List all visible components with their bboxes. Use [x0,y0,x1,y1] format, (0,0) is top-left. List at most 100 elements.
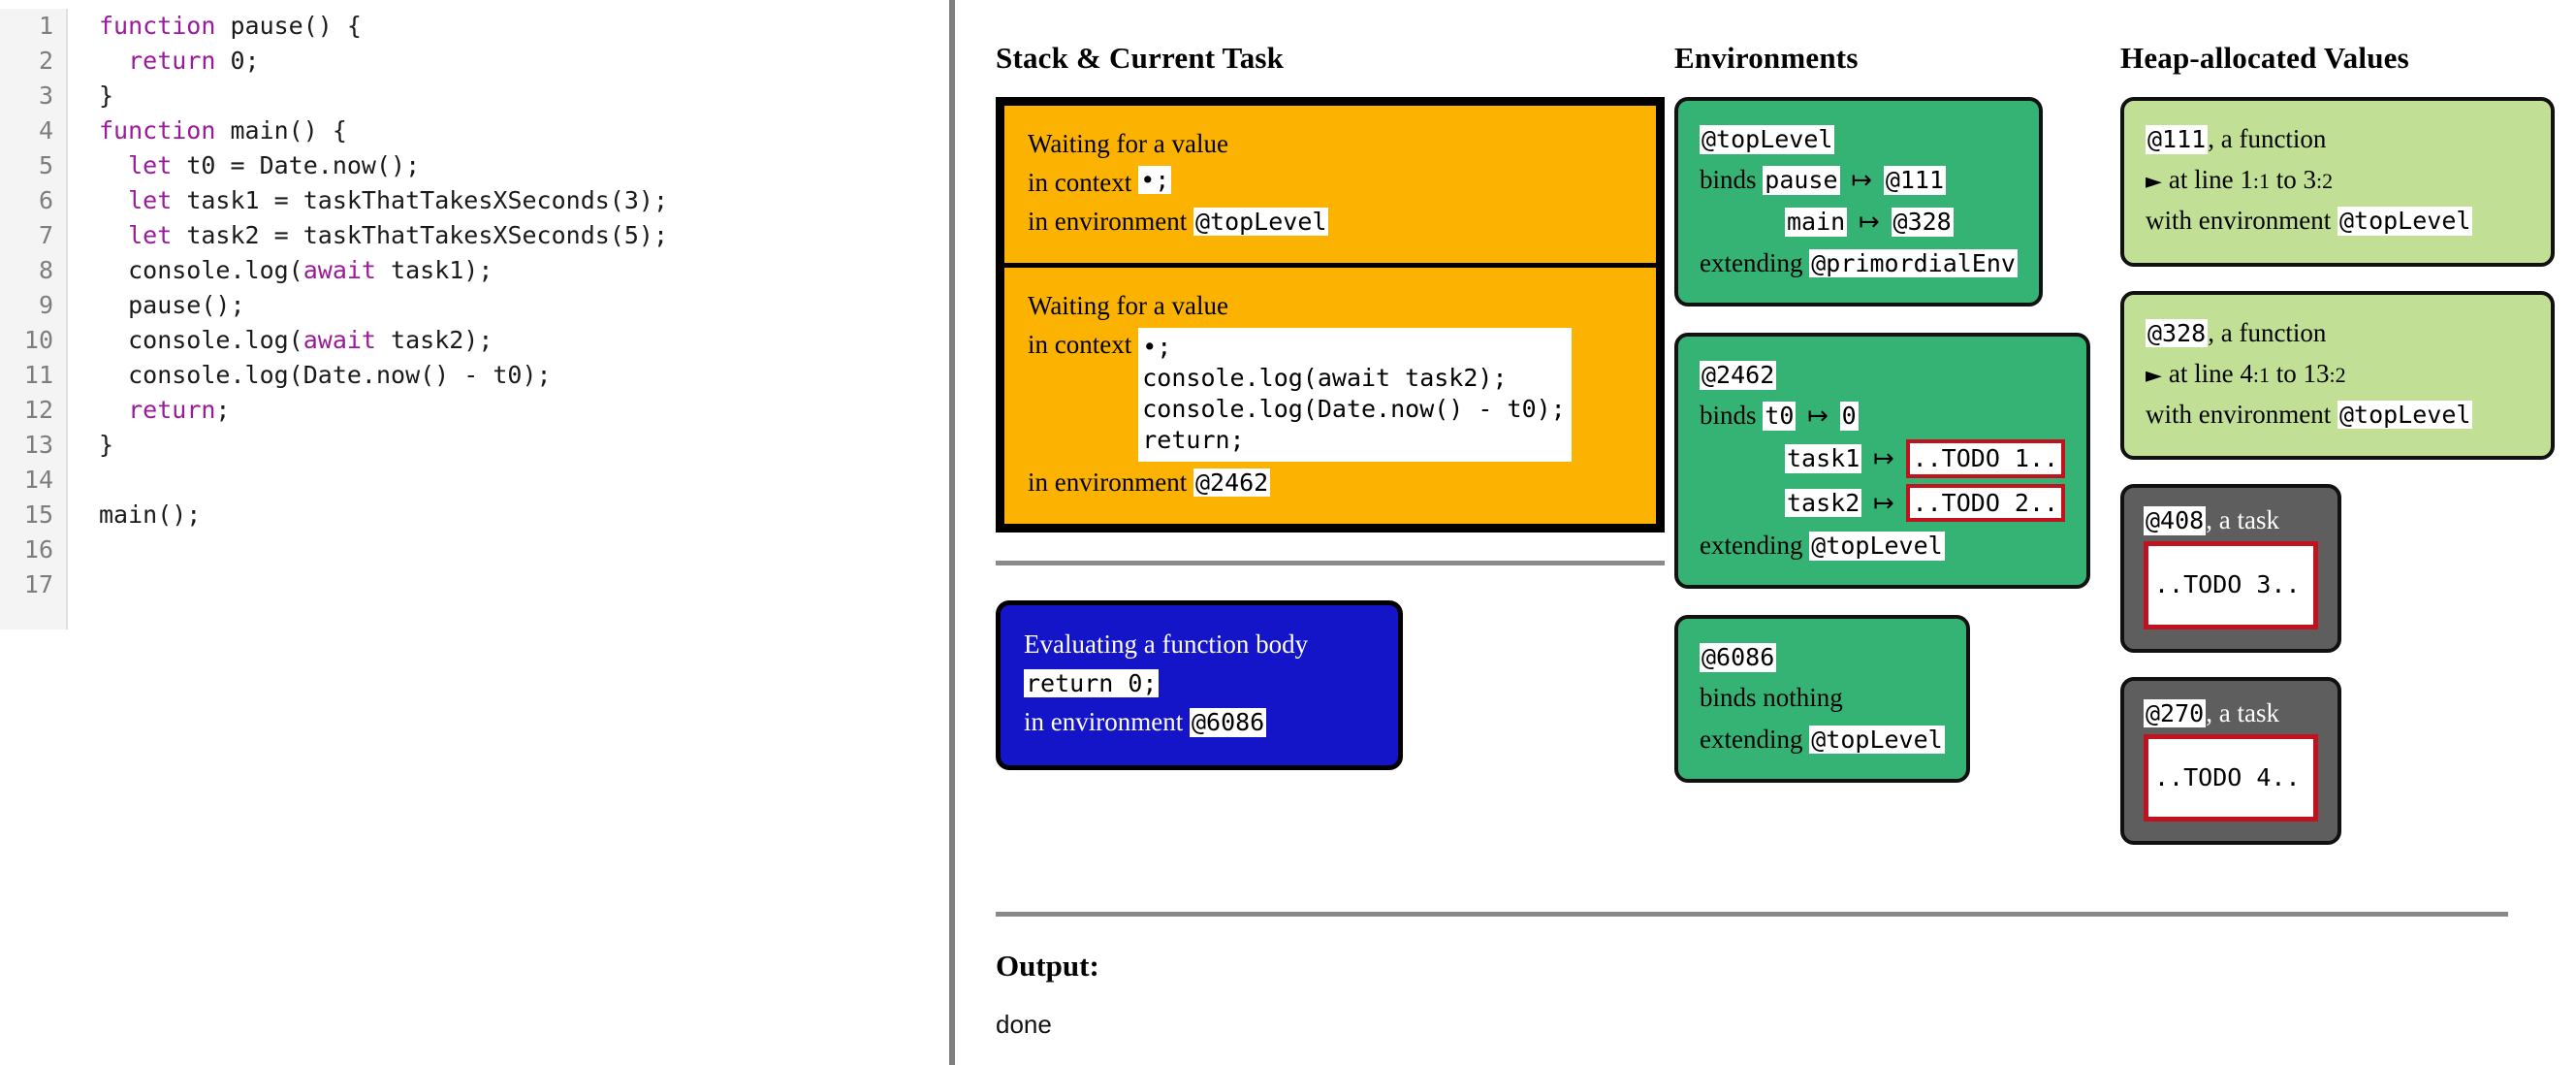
code-line[interactable]: console.log(await task2); [99,326,493,354]
evaluating-env-label: in environment [1024,707,1184,737]
start-col: 1 [2259,169,2271,194]
stack-panel-title: Stack & Current Task [996,41,1285,75]
heap-id[interactable]: @111 [2146,125,2209,154]
evaluating-env-code[interactable]: @6086 [1189,708,1267,737]
heap-function-card[interactable]: @111, a function ►at line 1:1 to 3:2 wit… [2120,97,2555,267]
line-number: 5 [38,151,53,179]
task-todo-value[interactable]: ..TODO 3.. [2144,541,2318,629]
stack-frame-context-code: •; console.log(await task2); console.log… [1138,327,1572,462]
output-text: done [996,1010,1052,1039]
binds-label: binds [1700,401,1757,431]
binding-value-todo[interactable]: ..TODO 1.. [1905,439,2066,478]
code-line[interactable]: } [99,431,114,459]
environment-card[interactable]: @6086 binds nothing extending @topLevel [1674,615,1970,783]
environment-extends-row: extending @topLevel [1700,719,1945,759]
environment-id[interactable]: @6086 [1700,643,1777,672]
output-divider [996,912,2508,917]
play-triangle-icon: ► [2146,170,2162,195]
code-line[interactable]: function main() { [99,116,347,145]
line-number: 15 [23,500,53,529]
task-kind: , a task [2206,697,2279,727]
code-line[interactable]: let task2 = taskThatTakesXSeconds(5); [128,221,669,249]
environment-extends-row: extending @topLevel [1700,525,2065,565]
line-number: 13 [23,431,53,459]
to-label: to [2275,358,2297,388]
extends-value[interactable]: @topLevel [1809,532,1945,561]
heap-kind: , a function [2208,317,2327,347]
task-id-row: @408, a task [2144,503,2318,537]
heap-kind: , a function [2208,124,2327,153]
heap-id[interactable]: @328 [2146,318,2209,348]
extends-value[interactable]: @primordialEnv [1809,248,2018,278]
heap-env-code[interactable]: @topLevel [2337,400,2473,430]
line-number: 12 [23,396,53,424]
visualizer-columns: Stack & Current Task Waiting for a value… [955,0,2576,869]
binding-value-todo[interactable]: ..TODO 2.. [1905,483,2066,522]
maps-to-icon: ↦ [1858,208,1880,237]
binding-name: pause [1763,166,1840,195]
play-triangle-icon: ► [2146,363,2162,388]
code-line[interactable]: main(); [99,500,202,529]
stack-frame[interactable]: Waiting for a value in context •; in env… [1004,106,1656,263]
code-line[interactable] [99,567,668,602]
extends-value[interactable]: @topLevel [1809,725,1945,755]
stack-section-divider [996,560,1665,565]
heap-id-row: @328, a function [2146,312,2529,353]
environment-extends-row: extending @primordialEnv [1700,242,2018,283]
stack-column: Stack & Current Task Waiting for a value… [996,41,1674,770]
heap-location-row: ►at line 4:1 to 13:2 [2146,358,2346,388]
code-line[interactable] [99,463,668,498]
stack-frame-env-row: in environment @topLevel [1028,203,1633,242]
task-id[interactable]: @270 [2144,698,2207,728]
heap-task-card[interactable]: @408, a task ..TODO 3.. [2120,484,2341,653]
code-line[interactable]: pause(); [99,291,245,319]
stack-frame[interactable]: Waiting for a value in context •; consol… [1004,262,1656,524]
code-line[interactable]: let task1 = taskThatTakesXSeconds(3); [128,186,669,214]
stack-frame-env-code[interactable]: @topLevel [1193,207,1329,237]
code-line[interactable]: let t0 = Date.now(); [128,151,421,179]
line-number: 8 [38,256,53,284]
at-line-label: at line [2168,358,2234,388]
task-todo-value[interactable]: ..TODO 4.. [2144,733,2318,823]
environment-binding-row: binds pause ↦ @111 [1700,159,2018,201]
stack-frame-context-code: •; [1138,165,1172,195]
code-line[interactable]: console.log(Date.now() - t0); [99,361,552,389]
code-line[interactable]: console.log(await task1); [99,256,493,284]
output-title: Output: [996,949,1099,983]
environment-card[interactable]: @2462 binds t0 ↦ 0 task1 ↦ ..TODO 1.. [1674,333,2091,590]
code-line[interactable] [99,532,668,567]
start-col: 1 [2259,362,2271,387]
with-environment-label: with environment [2146,206,2332,236]
evaluating-code: return 0; [1024,668,1160,698]
task-id[interactable]: @408 [2144,506,2207,535]
maps-to-icon: ↦ [1873,444,1894,473]
environment-id[interactable]: @topLevel [1700,125,1835,154]
stack-frame-context-label: in context [1028,167,1132,197]
visualizer-panel: Stack & Current Task Waiting for a value… [955,0,2576,1065]
environment-binding-row: task2 ↦ ..TODO 2.. [1700,481,2066,526]
stack-frame-env-code[interactable]: @2462 [1193,468,1271,498]
environment-card[interactable]: @topLevel binds pause ↦ @111 main ↦ @328 [1674,97,2043,307]
binding-value[interactable]: @111 [1883,166,1947,195]
stack-frames-container: Waiting for a value in context •; in env… [996,97,1665,532]
code-text-area[interactable]: function pause() { return 0;} function ma… [68,9,668,602]
line-number: 6 [38,186,53,214]
heap-env-row: with environment @topLevel [2146,200,2529,241]
heap-task-card[interactable]: @270, a task ..TODO 4.. [2120,676,2341,846]
code-line[interactable]: return; [128,396,231,424]
evaluating-body-box[interactable]: Evaluating a function body return 0; in … [996,599,1403,770]
code-line[interactable]: return 0; [128,47,260,75]
heap-env-code[interactable]: @topLevel [2337,207,2473,236]
environment-id[interactable]: @2462 [1700,361,1777,390]
binding-value[interactable]: @328 [1891,208,1954,237]
code-line[interactable]: function pause() { [99,12,362,40]
binding-name: t0 [1763,402,1797,431]
line-number: 14 [23,466,53,494]
binding-name: main [1785,208,1848,237]
end-col: 2 [2335,362,2346,387]
code-line[interactable]: } [99,81,114,110]
heap-function-card[interactable]: @328, a function ►at line 4:1 to 13:2 wi… [2120,290,2555,461]
stack-frame-env-label: in environment [1028,467,1188,497]
